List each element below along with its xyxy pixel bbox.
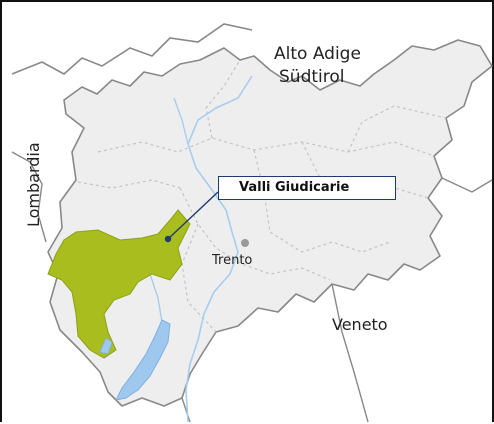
- trento-marker: [241, 239, 249, 247]
- label-lombardia: Lombardia: [24, 142, 43, 227]
- callout-leader-line: [167, 191, 219, 240]
- lake-idro: [99, 337, 113, 355]
- east-border: [441, 177, 493, 193]
- callout-box: Valli Giudicarie: [218, 176, 396, 200]
- valli-giudicarie-region: [47, 209, 191, 359]
- river-adige: [185, 75, 253, 423]
- river-chiese: [149, 273, 163, 323]
- lake-garda: [115, 319, 171, 401]
- label-trento: Trento: [211, 253, 252, 268]
- river-tributary: [173, 97, 189, 145]
- label-sudtirol: Südtirol: [279, 67, 345, 87]
- callout-marker: [164, 235, 172, 243]
- west-border: [11, 151, 47, 243]
- south-border: [181, 283, 369, 423]
- label-veneto: Veneto: [332, 315, 388, 334]
- province-outline: [47, 39, 493, 407]
- north-border: [11, 23, 253, 75]
- label-alto-adige: Alto Adige: [274, 44, 361, 64]
- callout-label: Valli Giudicarie: [239, 180, 350, 195]
